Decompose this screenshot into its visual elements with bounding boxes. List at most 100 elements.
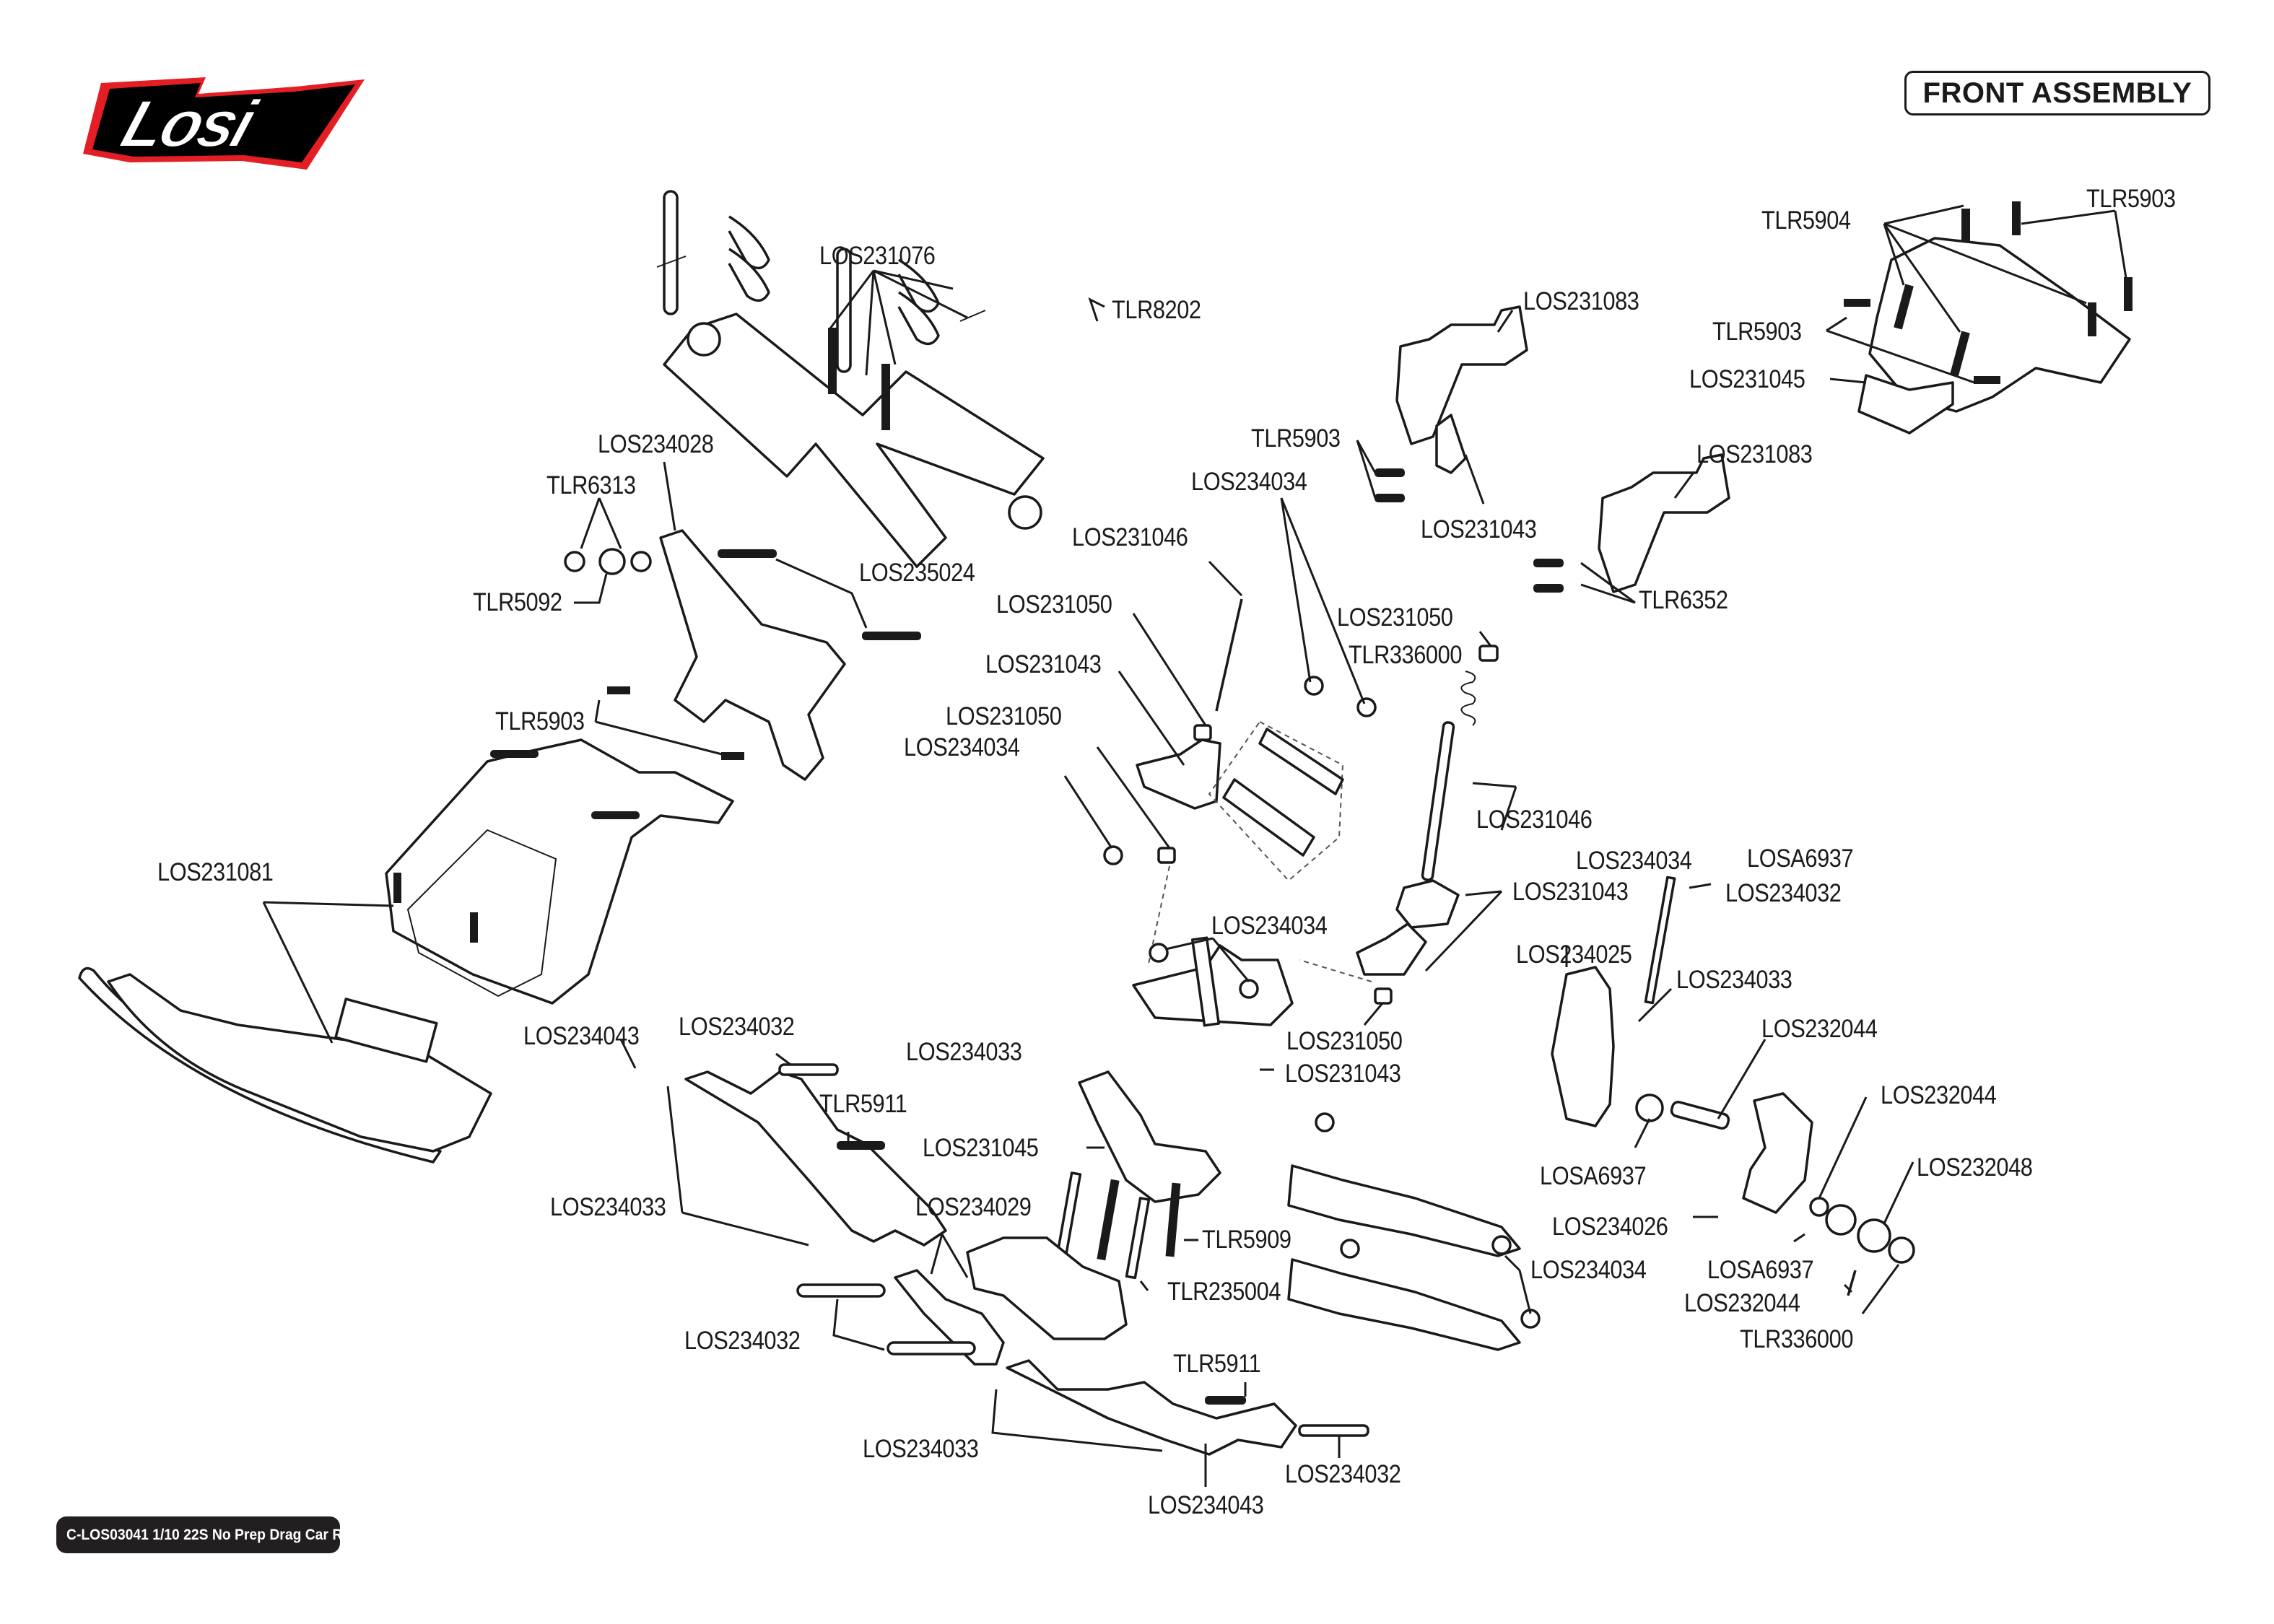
callout-label-los232044: LOS232044 [1684,1289,1800,1317]
callout-label-tlr5911: TLR5911 [1173,1350,1261,1378]
leader-line [666,1086,684,1213]
shock-tower-assembly [564,529,921,781]
callout-label-losa6937: LOSA6937 [1540,1162,1647,1190]
callout-label-los234032: LOS234032 [1285,1460,1401,1488]
leader-line [1580,583,1636,604]
leader-line [1464,454,1485,505]
callout-label-los234032: LOS234032 [1725,879,1842,907]
steering-link [1287,1258,1521,1351]
arm-mount-pin [1125,1197,1151,1280]
leader-line [1843,1283,1853,1293]
servo-screw [1533,584,1564,593]
callout-label-los231081: LOS231081 [157,858,274,886]
callout-label-tlr336000: TLR336000 [1740,1325,1854,1353]
leader-line [1063,775,1113,849]
callout-label-los234033: LOS234033 [906,1038,1022,1066]
leader-line [1518,1270,1532,1314]
callout-label-tlr5903: TLR5903 [1712,318,1802,346]
callout-label-los231045: LOS231045 [1689,365,1805,393]
steering-bellcrank-right [1395,879,1460,929]
callout-label-losa6937: LOSA6937 [1707,1256,1814,1284]
leader-line [775,1052,791,1066]
bulkhead-screw [393,873,401,903]
leader-line [594,699,601,722]
callout-label-los234034: LOS234034 [1191,468,1307,496]
callout-label-tlr5911: TLR5911 [819,1090,907,1118]
leader-line [1356,440,1377,473]
hinge-pin [778,1063,839,1076]
leader-line [262,902,334,1044]
bearing [1825,1204,1857,1236]
leader-line [1673,473,1694,499]
bearing [1635,1093,1664,1122]
camber-link [1287,1164,1521,1257]
ball-stud [1315,1112,1335,1132]
front-pivot-block [966,1236,1128,1340]
callout-label-los234032: LOS234032 [684,1327,801,1355]
callout-label-los231043: LOS231043 [1421,515,1537,543]
bulkhead-screw [1894,284,1914,330]
leader-line [574,573,608,604]
servo-screw [1375,494,1405,502]
callout-label-los231050: LOS231050 [1337,603,1453,632]
leader-line [991,1389,1163,1452]
shock-tower-nut [630,551,652,572]
shock-shaft-screw [862,632,921,640]
leader-line [1472,782,1517,788]
leader-line [663,461,676,531]
steering-post-tube [1190,936,1221,1027]
callout-label-los231083: LOS231083 [1523,287,1639,315]
ball-stud [1491,1235,1512,1255]
leader-line [1280,497,1312,683]
leader-line [598,497,622,549]
body-mount-brace [663,313,1045,568]
callout-label-tlr336000: TLR336000 [1349,641,1463,669]
bushing [1478,645,1499,662]
leader-line [263,901,394,907]
body-mount-screw [828,328,837,394]
callout-label-los234043: LOS234043 [1148,1491,1264,1519]
callout-label-los232044: LOS232044 [1881,1081,1997,1109]
leader-line [2114,210,2127,279]
leader-line [619,1039,637,1069]
leader-line [1826,329,1975,384]
callout-label-los234028: LOS234028 [598,430,714,458]
hex-nut [1888,1236,1915,1264]
shock-tower [659,529,846,781]
callout-label-tlr5903: TLR5903 [1251,424,1341,453]
hinge-pin [796,1283,886,1298]
arm-brace [894,1269,1005,1366]
bushing [1193,724,1212,741]
link-group-outline [1208,720,1344,882]
callout-label-tlr6352: TLR6352 [1639,586,1728,614]
callout-label-tlr235004: TLR235004 [1167,1278,1281,1306]
leader-line [2021,209,2116,225]
ball-stud [1340,1239,1360,1259]
caster-block [1551,966,1615,1127]
leader-line [1165,937,1214,951]
shock-shaft-screw [718,549,777,558]
leader-line [832,1298,885,1351]
leader-line [1500,786,1517,831]
servo-mount-assembly [1375,305,1730,593]
leader-line [1883,222,2087,305]
leader-line [1497,310,1514,333]
callout-label-los231043: LOS231043 [1285,1060,1401,1088]
leader-line [1465,890,1502,896]
callout-label-los234034: LOS234034 [1211,912,1328,940]
leader-line [1883,1161,1914,1224]
leader-line [1280,497,1366,704]
callout-label-los234033: LOS234033 [1676,966,1792,994]
drive-pin [1847,1270,1857,1296]
ball-stud [1149,943,1169,963]
callout-label-los231050: LOS231050 [996,590,1112,619]
servo-mount-lower [1598,453,1730,593]
callout-leader-lines [262,204,2127,1487]
callout-label-los234033: LOS234033 [863,1435,979,1463]
leader-line [1132,613,1207,726]
callout-label-tlr5903: TLR5903 [495,707,585,735]
leader-line [681,1211,809,1247]
leader-line [1208,560,1243,597]
leader-line [1424,890,1503,972]
